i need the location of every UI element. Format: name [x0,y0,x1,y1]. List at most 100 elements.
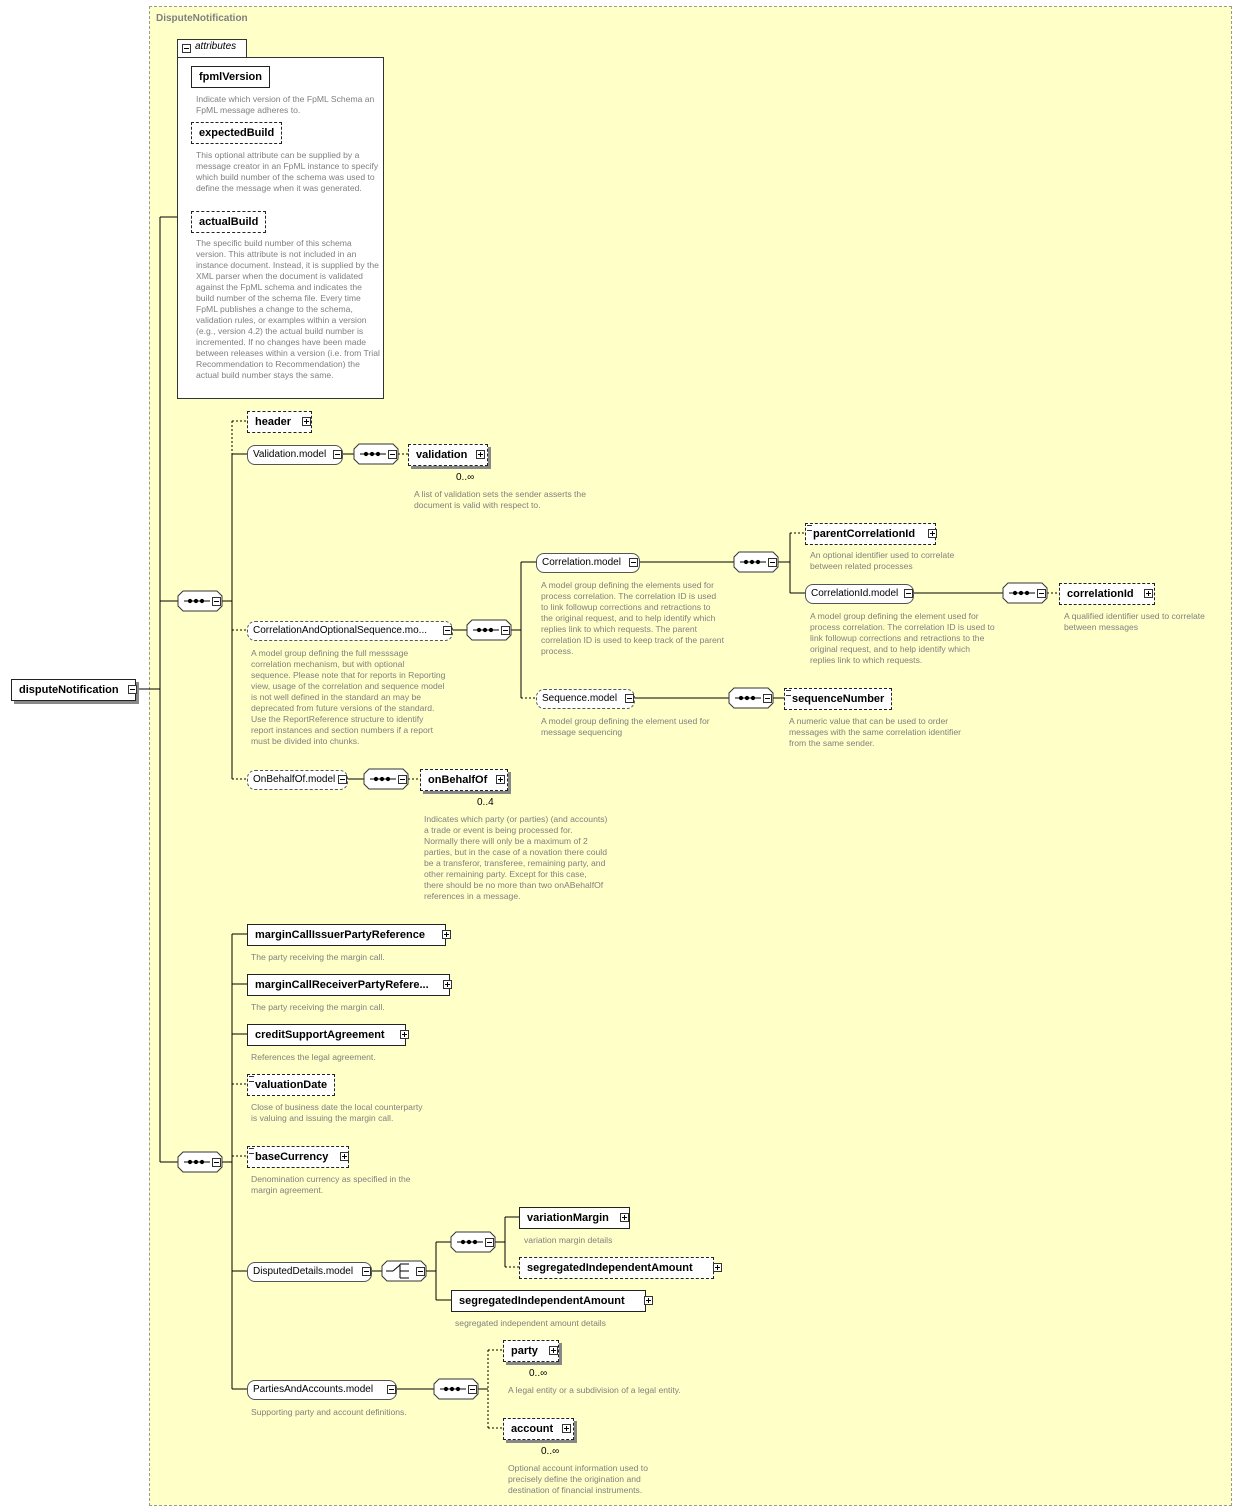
group-correlation-model[interactable]: Correlation.model [536,553,640,573]
element-account[interactable]: account [503,1418,575,1440]
group-label: Correlation.model [542,557,621,568]
element-label: valuationDate [255,1079,328,1091]
collapse-icon[interactable] [416,1267,425,1276]
element-label: marginCallReceiverPartyRefere... [255,979,429,991]
element-label: segregatedIndependentAmount [459,1295,625,1307]
element-doc: Indicates which party (or parties) (and … [424,814,608,901]
element-header[interactable]: header [247,411,313,433]
group-correlationId-model[interactable]: CorrelationId.model [805,584,914,604]
element-doc: A numeric value that can be used to orde… [789,716,961,748]
collapse-icon[interactable] [182,44,191,53]
element-party[interactable]: party [503,1340,559,1362]
cardinality: 0..4 [477,797,494,808]
expand-icon[interactable] [713,1263,722,1272]
element-label: party [511,1345,538,1357]
expand-icon[interactable] [549,1346,558,1355]
group-label: Validation.model [253,449,327,460]
collapse-icon[interactable] [443,626,452,635]
attr-doc: Indicate which version of the FpML Schem… [196,94,375,115]
element-doc: An optional identifier used to correlate… [810,550,955,571]
collapse-icon[interactable] [128,685,137,694]
expand-icon[interactable] [442,930,451,939]
collapse-icon[interactable] [338,775,347,784]
element-label: header [255,416,292,428]
attributes-label: attributes [195,41,237,52]
expand-icon[interactable] [400,1030,409,1039]
expand-icon[interactable] [562,1424,571,1433]
attr-doc: The specific build number of this schema… [196,238,380,380]
collapse-icon[interactable] [387,1385,396,1394]
element-onBehalfOf[interactable]: onBehalfOf [420,769,509,791]
attr-label: actualBuild [199,216,259,228]
text-type-icon [807,525,812,531]
element-parentCorrelationId[interactable]: parentCorrelationId [805,523,937,545]
collapse-icon[interactable] [629,558,638,567]
attr-label: fpmlVersion [199,71,262,83]
element-doc: A qualified identifier used to correlate… [1064,611,1205,632]
element-creditSupportAgreement[interactable]: creditSupportAgreement [247,1024,406,1046]
collapse-icon[interactable] [763,694,772,703]
expand-icon[interactable] [340,1152,349,1161]
element-doc: Optional account information used to pre… [508,1463,648,1495]
group-sequence-model[interactable]: Sequence.model [536,689,635,709]
collapse-icon[interactable] [212,1158,221,1167]
collapse-icon[interactable] [904,589,913,598]
element-label: parentCorrelationId [813,528,916,540]
text-type-icon [249,1076,254,1082]
collapse-icon[interactable] [1037,589,1046,598]
cardinality: 0..∞ [529,1368,548,1379]
group-validation-model[interactable]: Validation.model [247,445,343,465]
element-sequenceNumber[interactable]: sequenceNumber [784,688,893,710]
element-marginCallReceiverPartyReference[interactable]: marginCallReceiverPartyRefere... [247,974,450,996]
expand-icon[interactable] [443,980,452,989]
element-validation[interactable]: validation [408,444,489,466]
element-variationMargin[interactable]: variationMargin [519,1207,630,1229]
collapse-icon[interactable] [398,775,407,784]
expand-icon[interactable] [644,1296,653,1305]
attr-actualBuild[interactable]: actualBuild [191,211,267,233]
collapse-icon[interactable] [501,626,510,635]
attributes-tab[interactable]: attributes [177,39,247,57]
expand-icon[interactable] [496,775,505,784]
collapse-icon[interactable] [388,450,397,459]
element-valuationDate[interactable]: valuationDate [247,1074,336,1096]
element-correlationId[interactable]: correlationId [1059,583,1155,605]
group-onBehalfOf-model[interactable]: OnBehalfOf.model [247,770,348,790]
expand-icon[interactable] [928,529,937,538]
element-doc: Denomination currency as specified in th… [251,1174,411,1195]
element-label: marginCallIssuerPartyReference [255,929,425,941]
element-label: onBehalfOf [428,774,488,786]
collapse-icon[interactable] [333,450,342,459]
group-label: OnBehalfOf.model [253,774,336,785]
group-label: CorrelationId.model [811,588,899,599]
collapse-icon[interactable] [468,1385,477,1394]
group-doc: Supporting party and account definitions… [251,1407,407,1417]
text-type-icon [249,1148,254,1154]
element-segregatedIndependentAmount[interactable]: segregatedIndependentAmount [451,1290,646,1312]
collapse-icon[interactable] [212,597,221,606]
element-marginCallIssuerPartyReference[interactable]: marginCallIssuerPartyReference [247,924,446,946]
collapse-icon[interactable] [362,1267,371,1276]
expand-icon[interactable] [620,1213,629,1222]
expand-icon[interactable] [302,417,311,426]
group-doc: A model group defining the elements used… [541,580,724,656]
collapse-icon[interactable] [485,1238,494,1247]
group-label: DisputedDetails.model [253,1266,354,1277]
element-baseCurrency[interactable]: baseCurrency [247,1146,350,1168]
expand-icon[interactable] [1144,589,1153,598]
group-disputedDetails-model[interactable]: DisputedDetails.model [247,1262,372,1282]
collapse-icon[interactable] [768,558,777,567]
root-element-disputeNotification[interactable]: disputeNotification [11,679,136,701]
group-partiesAndAccounts-model[interactable]: PartiesAndAccounts.model [247,1380,397,1400]
expand-icon[interactable] [476,450,485,459]
attr-fpmlVersion[interactable]: fpmlVersion [191,66,270,88]
element-doc: variation margin details [524,1235,613,1245]
group-correlation-and-optional-sequence[interactable]: CorrelationAndOptionalSequence.mo... [247,621,453,641]
cardinality: 0..∞ [456,472,475,483]
element-label: variationMargin [527,1212,609,1224]
collapse-icon[interactable] [625,694,634,703]
element-segregatedIndependentAmount-optional[interactable]: segregatedIndependentAmount [519,1257,714,1279]
element-doc: References the legal agreement. [251,1052,376,1062]
attr-expectedBuild[interactable]: expectedBuild [191,122,283,144]
element-doc: A list of validation sets the sender ass… [414,489,586,510]
